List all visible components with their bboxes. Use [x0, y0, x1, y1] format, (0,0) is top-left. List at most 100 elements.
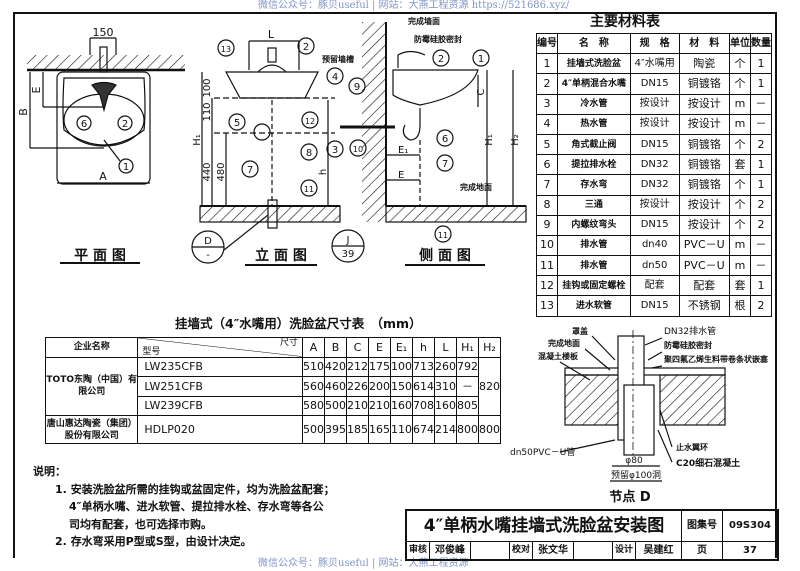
watermark-bottom: 微信公众号：豚贝useful | 网站：大燕工程资源 [258, 558, 469, 569]
materials-cell: 排水管 [557, 234, 631, 257]
materials-cell: 12 [536, 275, 558, 297]
materials-cell: 1 [749, 154, 773, 176]
dimension-value: 110 [390, 415, 413, 444]
materials-cell: 套 [728, 154, 751, 176]
materials-cell: － [749, 255, 773, 277]
materials-cell: 不锈钢 [678, 295, 730, 317]
dimension-column-header: E [368, 337, 391, 358]
detail-ref-j-top[interactable]: J [346, 235, 350, 246]
materials-cell: 个 [728, 53, 751, 75]
materials-cell: 9 [536, 214, 558, 236]
checker-name: 张文华 [533, 542, 574, 559]
materials-cell: 按设计 [629, 113, 680, 135]
materials-cell: 铜镀铬 [678, 73, 730, 95]
checker-signature [574, 542, 613, 559]
reviewer-signature [471, 542, 510, 559]
materials-header-cell: 规 格 [629, 32, 680, 55]
materials-cell: DN32 [629, 154, 680, 176]
materials-cell: 铜镀铬 [678, 174, 730, 196]
callout-1: 1 [123, 162, 129, 173]
callout-3: 3 [332, 145, 338, 156]
materials-cell: 个 [728, 194, 751, 216]
plan-view-title: 平 面 图 [74, 248, 126, 264]
dimension-value: 500 [302, 415, 325, 444]
dimension-value: 210 [346, 395, 369, 416]
dimension-value: 800 [456, 415, 479, 444]
callout-13: 13 [221, 45, 231, 54]
side-view-title: 侧 面 图 [419, 247, 471, 264]
dimension-value: 792 [456, 356, 479, 377]
node-d-detail [559, 330, 726, 482]
materials-cell: DN15 [629, 295, 680, 317]
callout-7: 7 [442, 159, 448, 170]
h2-value: 800 [478, 415, 501, 444]
materials-cell: 4″单柄混合水嘴 [557, 73, 631, 95]
dimension-value: 185 [346, 415, 369, 444]
materials-cell: 按设计 [678, 113, 730, 135]
elevation-view-title: 立 面 图 [255, 247, 307, 264]
elev-dim-440: 440 [202, 162, 213, 181]
dimension-value: 260 [434, 356, 457, 377]
node-floor-label: 完成地面 [548, 338, 580, 348]
dimension-value: 165 [368, 415, 391, 444]
materials-cell: m [728, 234, 751, 257]
note-text: 安装洗脸盆所需的挂钩或盆固定件，均为洗脸盆配套； [70, 482, 335, 496]
materials-cell: 6 [536, 154, 558, 176]
note-1-line-3: 司均有配套，也可选择市购。 [69, 517, 212, 531]
materials-cell: 个 [728, 73, 751, 95]
materials-cell: 个 [728, 214, 751, 236]
materials-cell: 存水弯 [557, 174, 631, 196]
materials-cell: 按设计 [629, 194, 680, 216]
materials-cell: 套 [728, 275, 751, 297]
dimension-value: 310 [434, 376, 457, 397]
model-number: HDLP020 [137, 415, 303, 444]
materials-cell: 根 [728, 295, 751, 317]
model-number: LW251CFB [137, 376, 303, 397]
materials-header-cell: 数量 [749, 32, 773, 55]
materials-header-cell: 名 称 [557, 32, 631, 55]
page-number: 37 [743, 545, 757, 556]
materials-header-row: 编号名 称规 格材 料单位数量 [536, 32, 773, 55]
materials-header-cell: 单位 [728, 32, 751, 55]
dimension-column-header: H₂ [478, 337, 501, 358]
company-name: TOTO东陶（中国）有限公司 [44, 356, 139, 416]
size-header: 尺寸 [279, 338, 298, 348]
materials-cell: 5 [536, 133, 558, 156]
plan-view [27, 37, 185, 264]
materials-cell: 1 [749, 275, 773, 297]
materials-cell: 提拉排水栓 [557, 154, 631, 176]
materials-cell: 按设计 [678, 93, 730, 115]
detail-ref-d-top[interactable]: D [204, 236, 212, 247]
callout-7: 7 [247, 165, 253, 176]
dimension-column-header: h [412, 337, 435, 358]
node-water-stop-label: 止水翼环 [676, 442, 708, 452]
materials-cell: 挂钩或固定螺栓 [557, 275, 631, 297]
side-dim-e: E [398, 170, 404, 181]
callout-2: 2 [303, 42, 309, 53]
dimension-value: 500 [324, 395, 347, 416]
materials-cell: － [749, 93, 773, 115]
dimension-value: 805 [456, 395, 479, 416]
model-header: 型号 [142, 346, 161, 357]
company-header: 企业名称 [44, 337, 139, 358]
materials-cell: － [749, 113, 773, 135]
node-reserved-hole-label: 预留φ100洞 [611, 469, 661, 481]
node-pvc-pipe-label: dn50PVC－U管 [510, 446, 575, 458]
elev-dim-l: L [268, 28, 275, 41]
side-dim-h1: H₁ [484, 134, 495, 146]
elev-dim-100: 100 [202, 78, 213, 97]
dimension-value: 395 [324, 415, 347, 444]
detail-ref-j-bottom: 39 [342, 249, 355, 260]
materials-cell: 2 [536, 73, 558, 95]
note-text: 存水弯采用P型或S型，由设计决定。 [70, 535, 252, 548]
materials-cell: 2 [749, 214, 773, 236]
